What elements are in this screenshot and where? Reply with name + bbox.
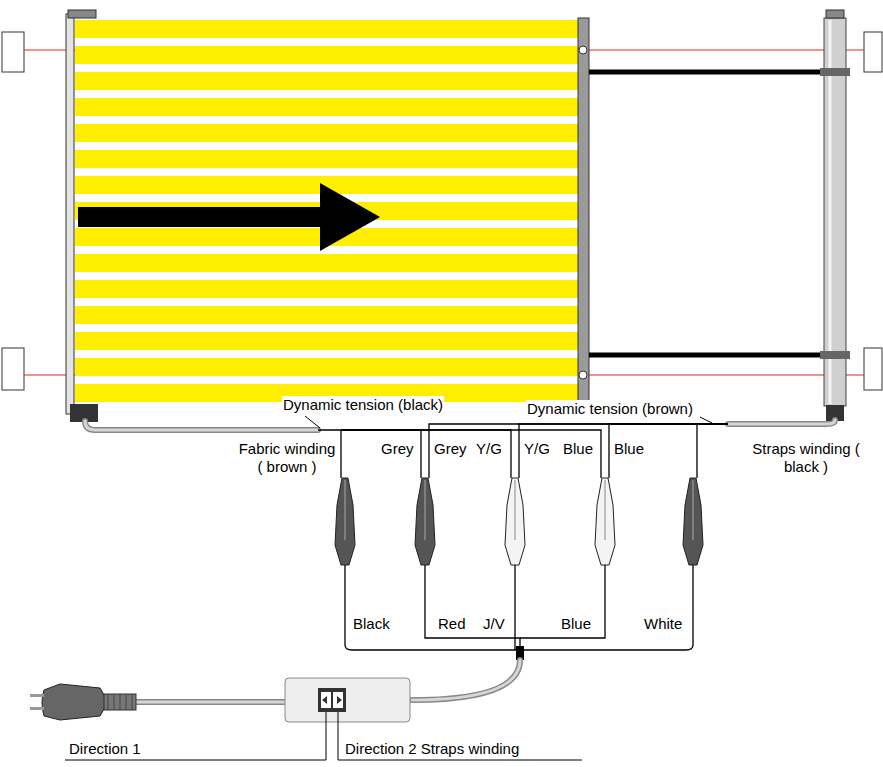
strain-rib (108, 694, 109, 710)
wire (609, 424, 728, 478)
wire (697, 424, 728, 478)
tube-highlight (829, 20, 832, 404)
fabric-stripe (75, 72, 579, 90)
wire-colour: Y/G (475, 440, 503, 458)
leader-line (700, 417, 712, 423)
switch-label: Direction 2 Straps winding (344, 740, 520, 758)
strap-clamp (820, 351, 850, 359)
lead-wire (425, 565, 520, 650)
strain-rib (132, 694, 133, 710)
motor-label: Straps winding ( black ) (750, 440, 862, 476)
fabric-stripe (75, 124, 579, 142)
lead-colour: Black (352, 615, 391, 633)
crocodile-clip (415, 478, 435, 565)
motor-cable (135, 699, 285, 705)
wire (519, 424, 728, 478)
wire (341, 430, 511, 478)
roller-cap (68, 10, 96, 18)
rocker-switch (318, 688, 346, 712)
switch-arrow-left (322, 696, 327, 704)
strap-tube (824, 18, 846, 406)
motor-cable-core (85, 421, 318, 430)
plug-pin (30, 707, 44, 710)
lead-colour: J/V (482, 615, 506, 633)
strain-rib (120, 694, 121, 710)
lead-colour: Blue (560, 615, 592, 633)
switch-label: Direction 1 (68, 740, 142, 758)
switch-box (285, 678, 410, 722)
leader-line (305, 416, 320, 428)
crocodile-clip (595, 478, 615, 565)
strain-rib (126, 694, 127, 710)
fabric-stripe (75, 358, 579, 376)
lead-wire (520, 565, 693, 650)
guide-ring (579, 371, 587, 379)
leader-line (65, 712, 326, 760)
motor-cable (728, 420, 835, 424)
fabric-stripe (75, 20, 579, 38)
mounting-bracket (2, 348, 24, 390)
motor-label: Fabric winding ( brown ) (234, 440, 340, 476)
plug-pin (30, 694, 44, 697)
mounting-bracket (864, 348, 882, 390)
tube-cap (826, 10, 844, 18)
wire-colour: Y/G (523, 440, 551, 458)
motor-cable-core (412, 660, 520, 700)
motor-cable (85, 421, 318, 430)
mains-plug (42, 684, 108, 720)
strain-rib (114, 694, 115, 710)
clip-jaw (425, 480, 426, 540)
lead-wire (514, 565, 515, 650)
fabric-stripe (75, 254, 579, 272)
crocodile-clip (505, 478, 525, 565)
callout-label: Dynamic tension (brown) (526, 400, 694, 418)
wire-colour: Grey (380, 440, 415, 458)
front-bar (578, 18, 589, 406)
fabric-stripe (75, 150, 579, 168)
strap (589, 353, 836, 358)
motor-cable-core (135, 701, 285, 704)
wire-colour: Blue (562, 440, 594, 458)
awning-fabric (75, 18, 579, 406)
strap-clamp (820, 68, 850, 76)
fabric-stripe (75, 332, 579, 350)
mounting-bracket (864, 32, 882, 72)
switch-half (321, 692, 331, 708)
direction-arrow (78, 183, 380, 251)
callout-label: Dynamic tension (black) (282, 396, 444, 414)
switch-arrow-right (337, 696, 342, 704)
crocodile-clip (683, 478, 703, 565)
clip-jaw (515, 480, 516, 540)
wire (429, 424, 728, 478)
clip-jaw (605, 480, 606, 540)
motor-cable-core (728, 420, 835, 424)
leader-line (338, 712, 582, 760)
lead-wire (520, 565, 605, 638)
fabric-stripe (75, 280, 579, 298)
lead-colour: Red (437, 615, 467, 633)
lead-wire (345, 565, 520, 650)
fabric-stripe (75, 98, 579, 116)
wire (341, 430, 421, 478)
motor-cable (412, 660, 520, 700)
switch-half (333, 692, 343, 708)
fabric-stripe (75, 46, 579, 64)
lead-colour: White (643, 615, 683, 633)
clip-jaw (345, 480, 346, 540)
plug-strain-relief (104, 694, 136, 710)
mounting-bracket (2, 32, 24, 72)
guide-ring (579, 46, 587, 54)
wire (341, 430, 601, 478)
strap (589, 70, 836, 75)
wire-colour: Blue (613, 440, 645, 458)
wire-colour: Grey (433, 440, 468, 458)
clip-jaw (693, 480, 694, 540)
crocodile-clip (335, 478, 355, 565)
fabric-roller (66, 14, 74, 414)
fabric-stripe (75, 306, 579, 324)
